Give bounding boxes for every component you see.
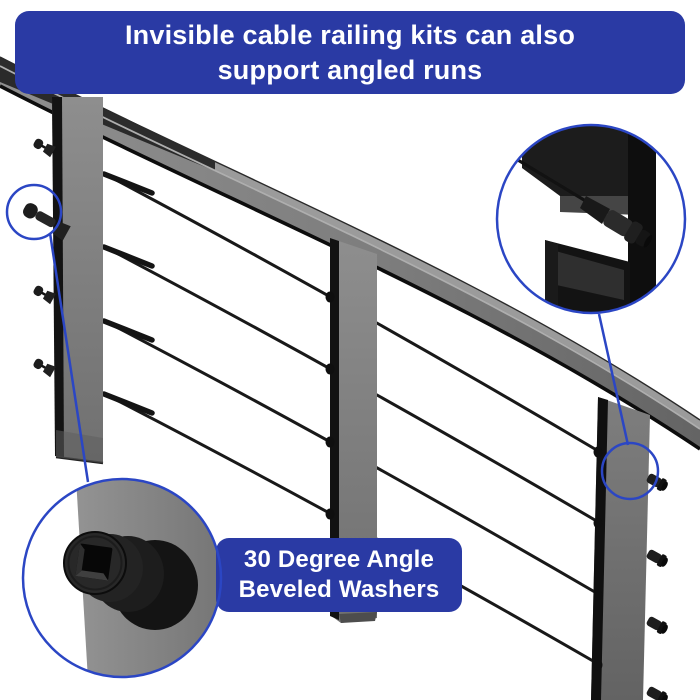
connector-right: [597, 313, 630, 446]
washer-label-line2: Beveled Washers: [238, 576, 440, 603]
callout-detail-beveled-washer: [23, 479, 221, 677]
washer-label: 30 Degree Angle Beveled Washers: [216, 538, 462, 612]
cable-sleeves-right-post: [593, 446, 603, 671]
headline-line1: Invisible cable railing kits can also: [124, 19, 576, 50]
cable-terminals-right: [646, 473, 668, 700]
callout-circle-terminal: [5, 183, 63, 241]
callout-circle-cable-exit: [600, 441, 660, 501]
cable-terminals-left: [23, 138, 71, 378]
right-post: [591, 397, 650, 700]
callout-detail-angled-post: [495, 123, 687, 315]
headline-banner: Invisible cable railing kits can also su…: [15, 11, 685, 94]
headline-line2: support angled runs: [217, 54, 483, 85]
washer-label-line1: 30 Degree Angle: [243, 546, 435, 573]
circled-terminal: [23, 203, 71, 241]
swage-fittings: [101, 171, 155, 416]
center-post: [330, 238, 377, 623]
connector-left: [48, 232, 90, 483]
callout-connector-lines: [48, 232, 630, 483]
beveled-washer-fitting-icon: [603, 210, 653, 248]
cable-sleeves-center-post: [325, 291, 335, 520]
